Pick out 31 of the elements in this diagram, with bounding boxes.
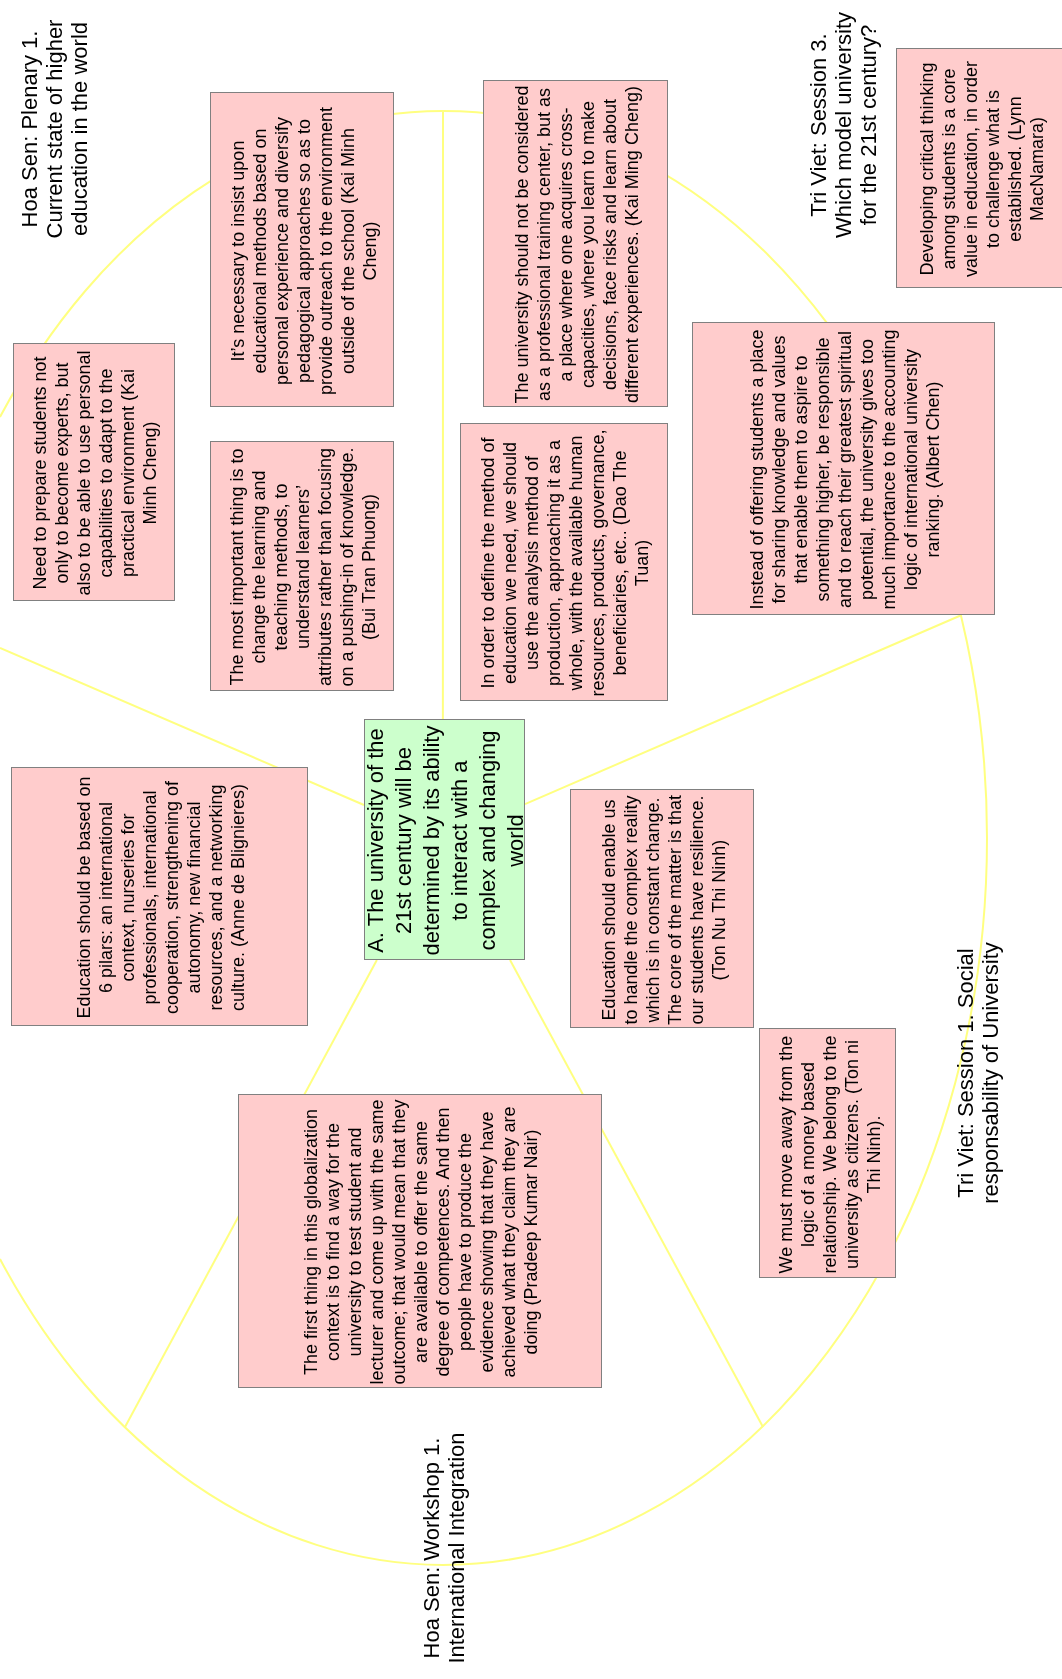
quote-text: Education should enable us to handle the complex reality which is in constant change. The core of the matter is that our students have resilience. (Ton Nu Thi Ninh) xyxy=(597,794,729,1025)
quote-box xyxy=(11,767,308,1026)
divider-line xyxy=(509,959,764,1428)
quote-text: The first thing in this globalization context is to find a way for the university to test student and lecturer and come up with the same outcome; that would mean that they are available to offer the same degree of competences. And then people have to produce the evidence showing that they have achieved what they claim they are doing (Pradeep Kumar Nair) xyxy=(300,1099,542,1385)
session-title: Hoa Sen: Plenary 1. Current state of higher education in the world xyxy=(16,18,92,241)
divider-line xyxy=(0,647,365,807)
quote-text: Instead of offering students a place for sharing knowledge and values that enable them to aspire to something higher, be responsible and to reach their greatest spiritual potential, the university gives too much importance to the accounting logic of international university ranking. (Albert Chen) xyxy=(745,328,944,612)
session-title: Tri Viet: Session 1. Social responsability of University xyxy=(952,940,1002,1206)
quote-text: Developing critical thinking among students is a core value in education, in order to challenge what is established. (Lynn MacNamara) xyxy=(916,59,1048,280)
divider-line xyxy=(441,110,444,720)
session-title: Hoa Sen: Workshop 1. International Integration xyxy=(418,1430,468,1666)
quote-text: The most important thing is to change the learning and teaching methods, to understand learners’ attributes rather than focusing on a pushing-in of knowledge. (Bui Tran Phuong) xyxy=(226,446,380,688)
quote-text: Education should be based on 6 pilars: an international context, nurseries for professionals, international cooperation, strengthening of autonomy, new financial resources, and a networking culture. (Anne de Blignieres) xyxy=(72,775,249,1021)
quote-text: Need to prepare students not only to become experts, but also to be able to use personal capabilities to adapt to the practical environment (Kai Minh Cheng) xyxy=(29,349,161,598)
divider-line xyxy=(524,614,963,806)
quote-box xyxy=(238,1094,602,1388)
quote-text: In order to define the method of education we need, we should use the analysis method of production, approaching it as a whole, with the available human resources, products, governance, beneficiaries, etc.. (Dao The Tuan) xyxy=(477,428,653,698)
quote-box xyxy=(483,80,668,407)
quote-text: It’s necessary to insist upon educational methods based on personal experience and diversify pedagogical approaches so as to provide outreach to the environment outside of the school (Kai Minh Cheng) xyxy=(226,105,380,397)
quote-box xyxy=(570,789,754,1028)
quote-text: The university should not be considered as a professional training center, but as a place where one acquires cross-capacities, where you learn to make decisions, face risks and learn about different experiences. (Kai Ming Cheng) xyxy=(510,85,643,404)
quote-box xyxy=(210,92,394,407)
session-title: Tri Viet: Session 3. Which model university for the 21st century? xyxy=(805,10,881,241)
quote-box xyxy=(759,1028,896,1278)
quote-box xyxy=(460,423,668,701)
quote-box xyxy=(210,441,394,691)
quote-box xyxy=(692,322,995,615)
topic-text: A. The university of the 21st century will be determined by its ability to interact with a complex and changing world xyxy=(361,724,529,957)
quote-text: We must move away from the logic of a money based relationship. We belong to the university as citizens. (Ton ni Thi Ninh). xyxy=(773,1034,884,1275)
quote-box xyxy=(896,48,1062,288)
quote-box xyxy=(13,343,175,601)
